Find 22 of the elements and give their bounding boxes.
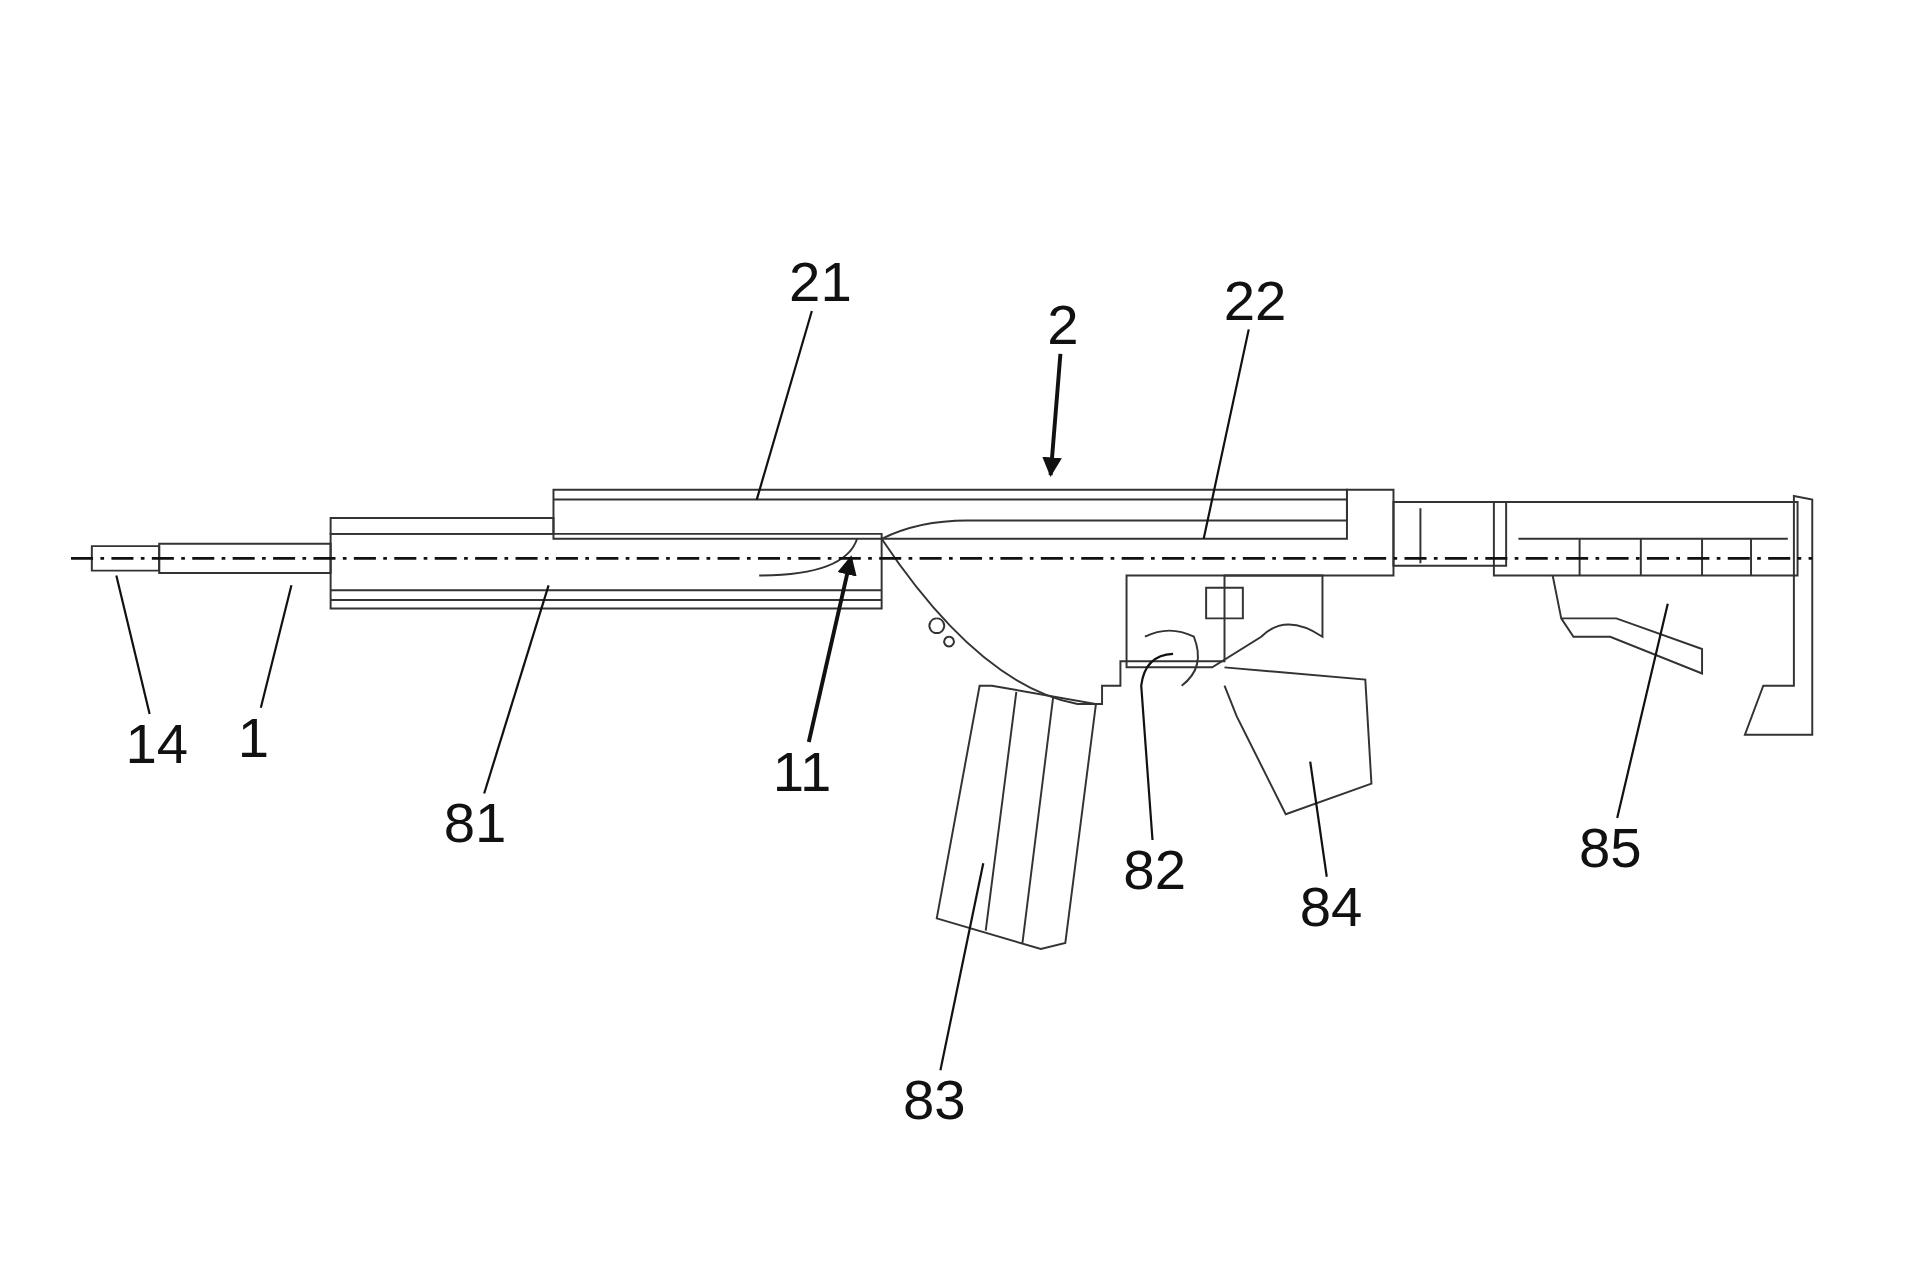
callout-number: 21 <box>789 253 852 310</box>
arrow <box>1042 353 1063 478</box>
callout-number: 1 <box>237 709 270 766</box>
leader-line <box>115 575 151 715</box>
callout-number: 84 <box>1299 877 1363 935</box>
leader-line <box>483 585 550 794</box>
leader-line <box>939 863 985 1071</box>
callout-number: 14 <box>125 715 189 772</box>
leader-line <box>1202 329 1250 539</box>
callout-number: 2 <box>1047 296 1079 353</box>
leader-line <box>755 310 813 500</box>
callout-number: 85 <box>1578 819 1642 876</box>
leader-line <box>1309 761 1328 877</box>
callout-number: 81 <box>443 794 507 852</box>
callout-number: 82 <box>1123 841 1187 898</box>
callout-number: 11 <box>772 743 832 800</box>
leader-line <box>1616 603 1669 819</box>
leader-line <box>1140 652 1174 841</box>
callout-number: 22 <box>1223 271 1287 329</box>
leader-line <box>259 585 293 709</box>
arrow <box>806 555 857 743</box>
callout-number: 83 <box>902 1071 966 1128</box>
